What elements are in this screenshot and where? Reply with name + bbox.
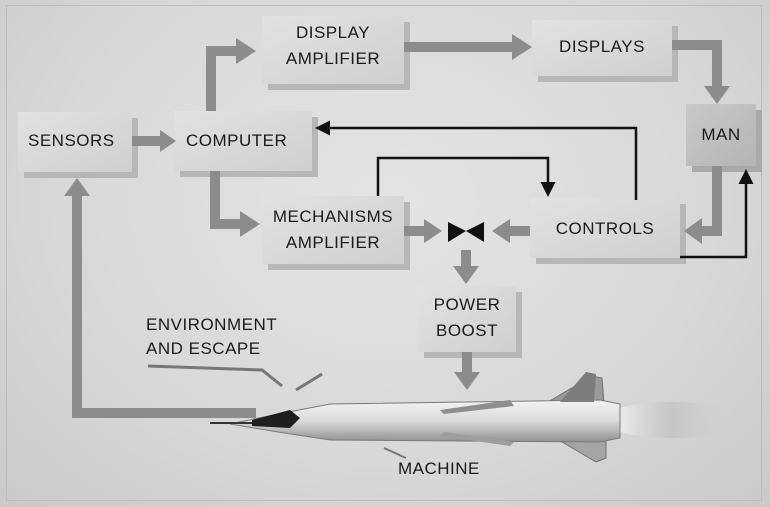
line-controls-man [680,169,754,259]
arrow-displayamp-displays [404,34,532,60]
arrow-controls-valve [492,219,530,243]
box-sensors [18,112,138,178]
valve-symbol [448,222,484,242]
node-display-amplifier-line1: DISPLAY [295,23,371,42]
label-machine: MACHINE [398,459,480,478]
node-computer: COMPUTER [186,131,288,150]
node-displays: DISPLAYS [559,37,645,56]
arrow-computer-mech-amp [210,171,260,237]
arrow-displays-man [672,40,730,104]
label-environment-line1: ENVIRONMENT [146,315,278,334]
line-controls-computer [315,120,638,200]
node-man: MAN [701,125,741,144]
label-environment-line2: AND ESCAPE [146,339,261,358]
arrow-sensors-computer [132,130,176,152]
machine-rocket [210,372,742,463]
thin-signal-lines [315,120,754,259]
box-mechanisms-amplifier [262,196,410,270]
arrow-mechamp-valve [404,219,442,243]
box-man [686,104,762,172]
box-computer [174,111,318,177]
arrow-powerboost-machine [454,352,480,390]
arrow-machine-sensors [64,178,256,418]
node-controls: CONTROLS [555,219,655,238]
node-display-amplifier-line2: AMPLIFIER [285,49,381,68]
thick-arrows [64,34,730,418]
box-controls [530,198,686,264]
box-display-amplifier [262,16,410,90]
arrow-valve-powerboost [453,250,479,284]
node-power-boost-line1: POWER [433,295,501,314]
node-sensors: SENSORS [28,131,115,150]
arrow-computer-display-amp [206,38,256,111]
box-power-boost [418,286,522,358]
node-power-boost-line2: BOOST [435,321,498,340]
node-mechanisms-amplifier-line2: AMPLIFIER [285,233,381,252]
diagram-frame [6,5,762,501]
arrow-man-controls [684,166,722,244]
environment-pointer [147,364,323,392]
line-mechamp-controls [376,156,556,197]
machine-pointer [383,447,407,459]
box-displays [532,20,678,82]
node-mechanisms-amplifier-line1: MECHANISMS [272,207,394,226]
